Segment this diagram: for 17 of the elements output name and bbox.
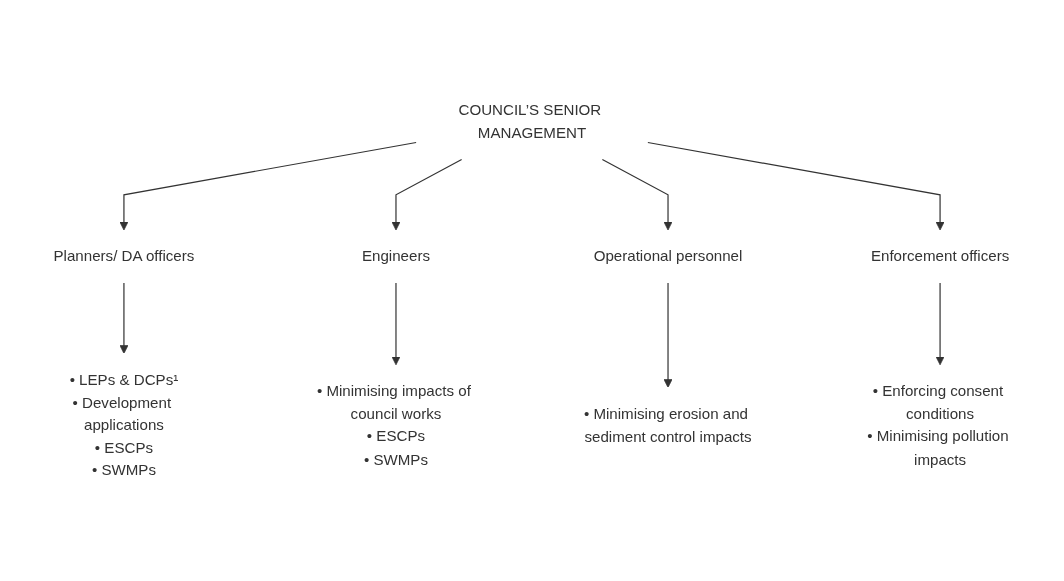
node-text: Operational personnel — [593, 247, 743, 265]
node-text: Engineers — [361, 247, 431, 265]
node-text: Planners/ DA officers — [53, 247, 195, 265]
node-text: • LEPs & DCPs¹ • Development applications • ESCPs • SWMPs — [69, 370, 179, 479]
arrow — [601, 158, 673, 231]
arrow — [391, 158, 463, 231]
arrow — [391, 282, 401, 366]
arrow — [935, 282, 945, 366]
arrow — [663, 282, 673, 388]
arrow — [119, 141, 417, 231]
arrow — [647, 141, 945, 231]
arrow — [119, 282, 129, 354]
node-text: • Enforcing consent conditions • Minimising pollution impacts — [867, 381, 1009, 468]
node-text: Enforcement officers — [870, 247, 1010, 265]
node-text: • Minimising impacts of council works • ESCPs • SWMPs — [316, 381, 471, 468]
node-text: • Minimising erosion and sediment control impacts — [583, 404, 752, 445]
node-text: COUNCIL’S SENIOR MANAGEMENT — [458, 101, 602, 141]
